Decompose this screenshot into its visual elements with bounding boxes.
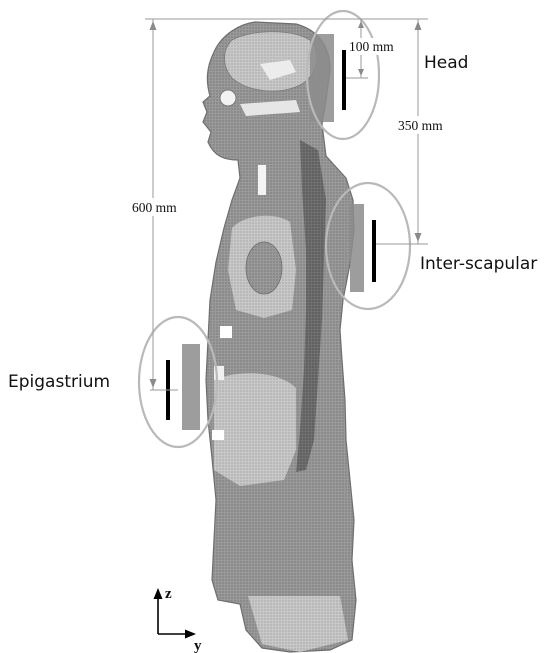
dim-350-label: 350 mm [398,118,443,133]
colon-gap [212,430,224,440]
interscapular-label: Inter-scapular [420,254,537,274]
head-label: Head [424,53,468,73]
dim-100-bottom-arrow [358,69,364,76]
dim-600-label: 600 mm [132,200,177,215]
brain-region [225,32,317,91]
dim-600-top-arrow [150,21,157,30]
axis-indicator: z y [154,586,203,653]
dim-600-bottom-arrow [150,379,157,388]
interscapular-probe-bar [372,220,376,282]
abdomen-region [214,373,296,486]
y-axis-label: y [194,638,202,653]
airway-light [258,165,266,195]
z-axis-label: z [165,586,172,602]
head-probe-bar [342,50,346,110]
dim-350-top-arrow [415,21,422,30]
dim-350-bottom-arrow [415,233,422,242]
dim-100-label: 100 mm [349,39,394,54]
z-axis-arrow [154,588,163,599]
thigh-region [248,596,348,652]
eye-region [220,90,236,106]
stomach-gap [220,326,232,338]
heart-region [246,242,282,294]
head-probe-block [310,34,334,122]
epigastrium-probe-block [182,344,200,430]
interscapular-probe-block [350,204,364,292]
epigastrium-label: Epigastrium [8,372,110,392]
